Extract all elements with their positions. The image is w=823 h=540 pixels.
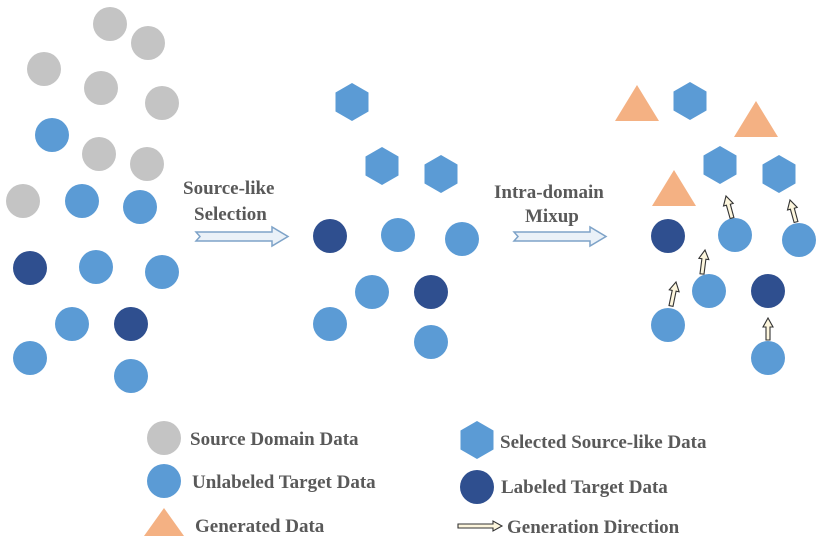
stage-initial-data xyxy=(6,7,179,393)
generation-arrow-icon xyxy=(786,198,799,224)
unlabeled-target-point xyxy=(692,274,726,308)
unlabeled-target-point xyxy=(123,190,157,224)
labeled-target-point xyxy=(751,274,785,308)
step-selection-arrow-icon xyxy=(194,225,290,248)
step-intra-domain-mixup: Intra-domain Mixup xyxy=(494,182,608,248)
labeled-target-point xyxy=(13,251,47,285)
source-domain-point xyxy=(27,52,61,86)
legend-labeled-target-label: Labeled Target Data xyxy=(501,477,668,498)
unlabeled-target-point xyxy=(414,325,448,359)
selected-source-like-point xyxy=(673,82,707,120)
step-mixup-arrow-icon xyxy=(512,225,608,248)
unlabeled-target-point xyxy=(718,218,752,252)
generation-arrow-icon xyxy=(762,316,774,341)
generated-data-point xyxy=(734,101,778,137)
unlabeled-target-point xyxy=(651,308,685,342)
unlabeled-target-point xyxy=(55,307,89,341)
unlabeled-target-point xyxy=(35,118,69,152)
labeled-target-point xyxy=(651,219,685,253)
generated-data-point xyxy=(615,85,659,121)
unlabeled-target-point xyxy=(355,275,389,309)
generation-direction-arrow xyxy=(722,194,735,220)
step-selection-label-line1: Source-like xyxy=(183,178,274,199)
legend-generation-direction-label: Generation Direction xyxy=(507,517,680,538)
unlabeled-target-point xyxy=(13,341,47,375)
legend-unlabeled-target-icon xyxy=(147,464,181,498)
step-mixup-label-line1: Intra-domain xyxy=(494,182,604,203)
selected-source-like-point xyxy=(762,155,796,193)
stage-after-mixup xyxy=(615,82,816,375)
legend-generated-icon xyxy=(144,508,184,536)
generation-direction-arrow xyxy=(697,248,710,275)
source-domain-point xyxy=(82,137,116,171)
unlabeled-target-point xyxy=(313,307,347,341)
source-domain-point xyxy=(84,71,118,105)
generation-arrow-icon xyxy=(722,194,735,220)
legend-selected-source-like-label: Selected Source-like Data xyxy=(500,432,707,453)
generation-arrow-icon xyxy=(668,280,680,308)
selected-source-like-point xyxy=(335,83,369,121)
labeled-target-point xyxy=(114,307,148,341)
stage-after-selection xyxy=(313,83,479,359)
selected-source-like-point xyxy=(703,146,737,184)
step-selection-label-line2: Selection xyxy=(194,204,267,225)
generation-arrow-icon xyxy=(697,248,710,275)
step-mixup-label-line2: Mixup xyxy=(525,206,579,227)
unlabeled-target-point xyxy=(381,218,415,252)
generated-data-point xyxy=(652,170,696,206)
legend-source-domain-icon xyxy=(147,421,181,455)
unlabeled-target-point xyxy=(145,255,179,289)
source-domain-point xyxy=(130,147,164,181)
source-domain-point xyxy=(93,7,127,41)
legend-unlabeled-target-label: Unlabeled Target Data xyxy=(192,472,376,493)
labeled-target-point xyxy=(414,275,448,309)
legend-selected-source-like-icon xyxy=(460,421,494,459)
source-domain-point xyxy=(131,26,165,60)
unlabeled-target-point xyxy=(782,223,816,257)
selected-source-like-point xyxy=(365,147,399,185)
generation-direction-arrow xyxy=(786,198,799,224)
step-source-like-selection: Source-like Selection xyxy=(183,178,290,248)
unlabeled-target-point xyxy=(114,359,148,393)
source-domain-point xyxy=(6,184,40,218)
unlabeled-target-point xyxy=(65,184,99,218)
selected-source-like-point xyxy=(424,155,458,193)
generation-direction-arrow xyxy=(668,280,680,308)
unlabeled-target-point xyxy=(751,341,785,375)
legend-source-domain-label: Source Domain Data xyxy=(190,429,359,450)
source-domain-point xyxy=(145,86,179,120)
generation-arrow-icon xyxy=(457,520,504,532)
labeled-target-point xyxy=(313,219,347,253)
legend-labeled-target-icon xyxy=(460,470,494,504)
generation-direction-arrow xyxy=(762,316,774,341)
legend-generation-direction-icon xyxy=(457,520,504,532)
unlabeled-target-point xyxy=(79,250,113,284)
legend: Source Domain Data Unlabeled Target Data… xyxy=(144,421,707,538)
unlabeled-target-point xyxy=(445,222,479,256)
legend-generated-label: Generated Data xyxy=(195,516,325,537)
